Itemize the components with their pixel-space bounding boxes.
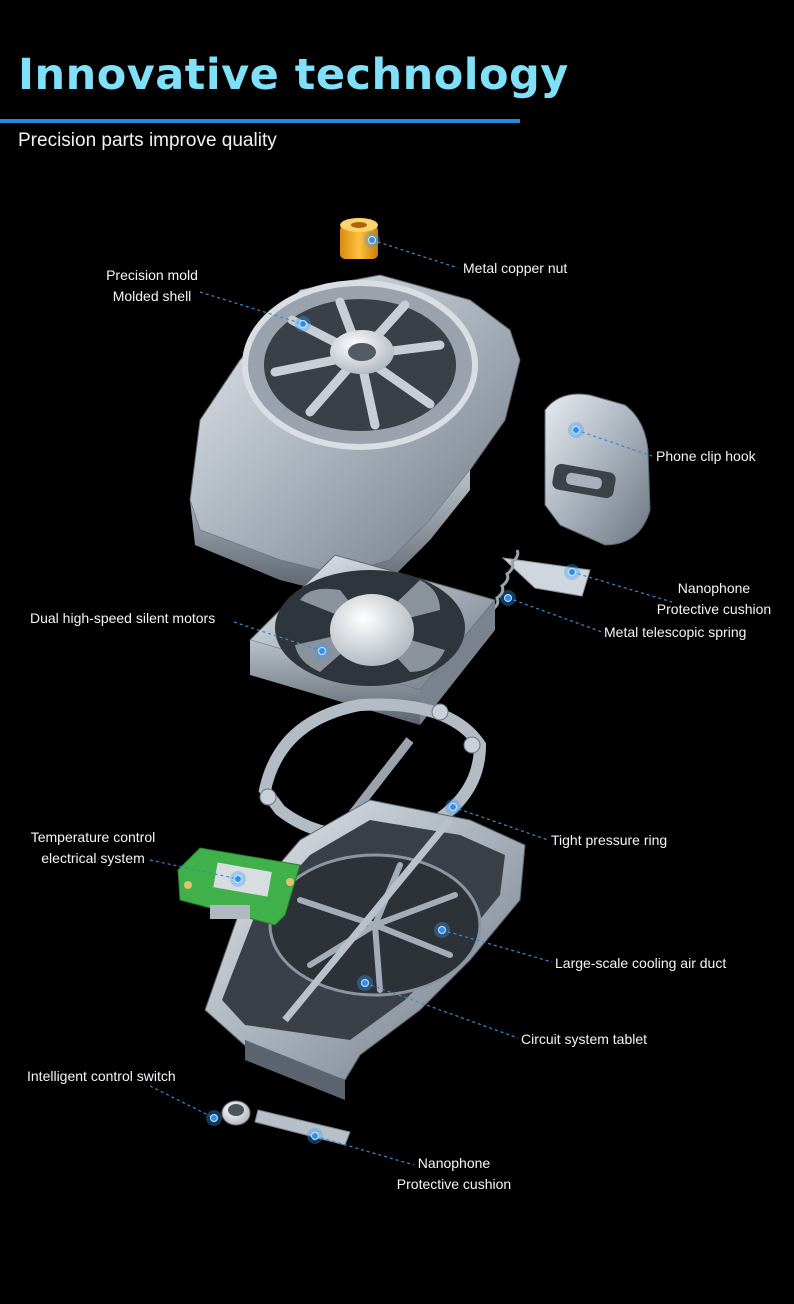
- callout-dot-top-cushion: [564, 564, 580, 580]
- label-top-cushion-line2: Protective cushion: [648, 599, 780, 620]
- label-control-switch: Intelligent control switch: [27, 1066, 176, 1087]
- callout-dot-clip-hook: [568, 422, 584, 438]
- label-top-cushion-line1: Nanophone: [648, 578, 780, 599]
- label-molded-shell-line1: Precision mold: [96, 265, 208, 286]
- label-phone-clip-hook: Phone clip hook: [656, 446, 756, 467]
- label-motors: Dual high-speed silent motors: [30, 608, 215, 629]
- callout-dot-circuit-tablet: [357, 975, 373, 991]
- molded-shell-part: [190, 275, 520, 595]
- label-telescopic-spring: Metal telescopic spring: [604, 622, 746, 643]
- label-top-cushion: Nanophone Protective cushion: [648, 578, 780, 620]
- label-temp-control-line2: electrical system: [20, 848, 166, 869]
- label-pressure-ring: Tight pressure ring: [551, 830, 667, 851]
- callout-dot-temp-control: [230, 871, 246, 887]
- label-copper-nut: Metal copper nut: [463, 258, 567, 279]
- callout-dot-air-duct: [434, 922, 450, 938]
- bottom-cushion-part: [255, 1110, 350, 1145]
- callout-dot-bottom-cushion: [307, 1128, 323, 1144]
- callout-dot-switch: [206, 1110, 222, 1126]
- label-temp-control-line1: Temperature control: [20, 827, 166, 848]
- label-air-duct: Large-scale cooling air duct: [555, 953, 726, 974]
- label-bottom-cushion-line1: Nanophone: [388, 1153, 520, 1174]
- label-bottom-cushion-line2: Protective cushion: [388, 1174, 520, 1195]
- label-molded-shell-line2: Molded shell: [96, 286, 208, 307]
- label-temp-control: Temperature control electrical system: [20, 827, 166, 869]
- phone-clip-hook-part: [545, 394, 650, 545]
- callout-dot-spring: [500, 590, 516, 606]
- callout-dot-motors: [314, 643, 330, 659]
- label-bottom-cushion: Nanophone Protective cushion: [388, 1153, 520, 1195]
- control-switch-part: [222, 1101, 250, 1125]
- callout-dot-copper-nut: [364, 232, 380, 248]
- callout-dot-pressure-ring: [445, 799, 461, 815]
- base-housing-part: [205, 800, 525, 1100]
- callout-dot-shell: [295, 316, 311, 332]
- label-circuit-tablet: Circuit system tablet: [521, 1029, 647, 1050]
- label-molded-shell: Precision mold Molded shell: [96, 265, 208, 307]
